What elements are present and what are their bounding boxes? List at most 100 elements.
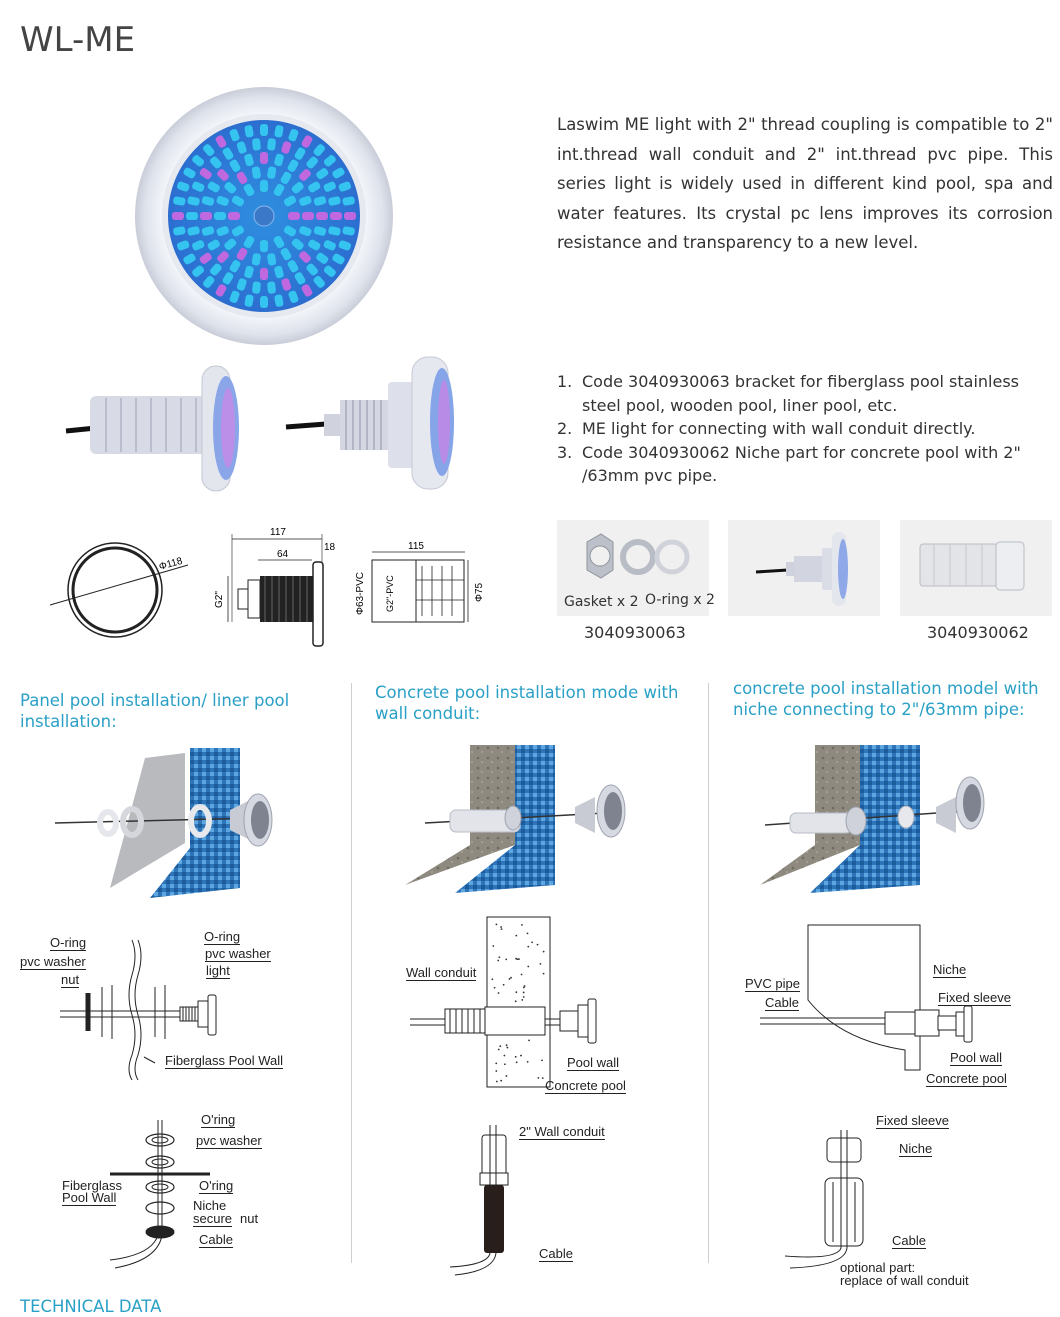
led-dot (228, 212, 240, 220)
led-dot (244, 153, 254, 167)
concrete-dot (531, 941, 534, 944)
led-dot (267, 281, 276, 294)
led-dot (251, 253, 261, 266)
concrete-dot (514, 1000, 517, 1003)
concrete-dot (505, 958, 508, 961)
led-dot (302, 212, 314, 220)
concrete-dot (515, 991, 518, 994)
led-dot (203, 144, 215, 157)
led-dot (299, 169, 311, 181)
panel-pool-exploded-drawing (109, 1120, 210, 1269)
label-2in-wall-conduit: 2" Wall conduit (519, 1124, 605, 1140)
concrete-dot (497, 992, 500, 994)
led-dot (330, 212, 342, 220)
led-dot (299, 195, 312, 206)
concrete-dot (498, 956, 501, 959)
concrete-dot (522, 986, 525, 989)
concrete-dot (508, 978, 511, 980)
concrete-dot (520, 973, 523, 976)
concrete-dot (515, 934, 518, 937)
led-dot (229, 129, 240, 142)
led-dot (222, 147, 234, 160)
concrete-dot (491, 978, 494, 981)
led-dot (215, 284, 227, 297)
led-dot (288, 129, 299, 142)
label-concrete-pool-1: Concrete pool (545, 1078, 626, 1094)
led-dot (210, 156, 222, 169)
led-dot (260, 296, 268, 308)
led-dot (229, 260, 241, 273)
concrete-dot (526, 932, 529, 935)
led-dot (172, 212, 184, 220)
list-item: 1.Code 3040930063 bracket for fiberglass… (557, 372, 1020, 415)
concrete-dot (528, 1039, 530, 1042)
label-oring-3: O'ring (201, 1112, 236, 1128)
concrete-dot (510, 976, 512, 979)
led-dot (287, 260, 299, 273)
led-dot (294, 147, 306, 160)
label-cable-3: Cable (765, 995, 799, 1011)
led-dot (332, 253, 345, 265)
section-title-panel-pool: Panel pool installation/ liner pool inst… (20, 691, 290, 731)
led-dot (299, 226, 312, 237)
dim-64: 64 (277, 549, 289, 560)
dimension-niche-drawing: 115 Φ63-PVC G2"-PVC Φ75 (355, 541, 485, 623)
led-dot (274, 153, 284, 167)
label-pvc-washer-1: pvc washer (20, 954, 86, 970)
led-dot (251, 166, 261, 179)
led-dot (207, 239, 220, 251)
label-niche-1: Niche (193, 1198, 227, 1213)
label-cable-1: Cable (199, 1232, 233, 1248)
led-dot (323, 181, 336, 192)
label-fixed-sleeve: Fixed sleeve (938, 990, 1011, 1006)
concrete-dot (495, 1062, 498, 1065)
label-cable-2: Cable (539, 1246, 573, 1262)
led-dot (231, 195, 245, 207)
led-dot (177, 181, 190, 192)
panel-pool-3d-image (54, 748, 273, 898)
led-dot (332, 167, 345, 179)
concrete-dot (497, 959, 500, 962)
dim-g2pvc: G2"-PVC (385, 575, 395, 612)
concrete-dot (523, 985, 526, 987)
gasket-oring-image (586, 533, 690, 579)
led-dot (243, 235, 255, 249)
concrete-dot (503, 1063, 506, 1066)
label-concrete-pool-2: Concrete pool (926, 1071, 1007, 1087)
led-dot (210, 263, 222, 276)
accessory-panel-niche (900, 520, 1052, 616)
led-dot (215, 135, 227, 148)
concrete-dot (514, 1055, 517, 1058)
list-item: 2.ME light for connecting with wall cond… (557, 419, 976, 438)
led-dot (236, 171, 248, 184)
led-dot (316, 168, 329, 180)
concrete-dot (495, 1070, 498, 1072)
oring-label: O-ring x 2 (645, 592, 715, 608)
led-dot (200, 212, 212, 220)
label-pool-wall-2: Pool wall (567, 1055, 620, 1071)
led-dot (244, 294, 254, 307)
label-fiberglass: Fiberglass (62, 1178, 122, 1193)
label-pool-wall-3: Pool wall (950, 1050, 1003, 1066)
concrete-dot (521, 924, 523, 926)
dim-g2: G2" (214, 591, 225, 608)
led-dot (244, 265, 254, 279)
concrete-dot (518, 958, 520, 960)
concrete-dot (500, 926, 503, 928)
led-dot (342, 226, 355, 236)
led-dot (308, 239, 321, 251)
product-front-image (135, 87, 393, 345)
concrete-dot (527, 965, 530, 968)
led-dot (344, 212, 356, 220)
concrete-dot (495, 1080, 498, 1083)
concrete-dot (516, 958, 519, 961)
led-dot (236, 248, 248, 261)
led-dot (313, 144, 325, 157)
led-dot (323, 155, 336, 167)
concrete-dot (526, 1060, 529, 1063)
accessory-panel-gaskets (557, 520, 709, 616)
concrete-dot (536, 943, 539, 946)
product-side-image-1 (65, 365, 239, 492)
label-niche-2: Niche (933, 962, 967, 978)
label-pvc-washer-3: pvc washer (196, 1133, 262, 1149)
